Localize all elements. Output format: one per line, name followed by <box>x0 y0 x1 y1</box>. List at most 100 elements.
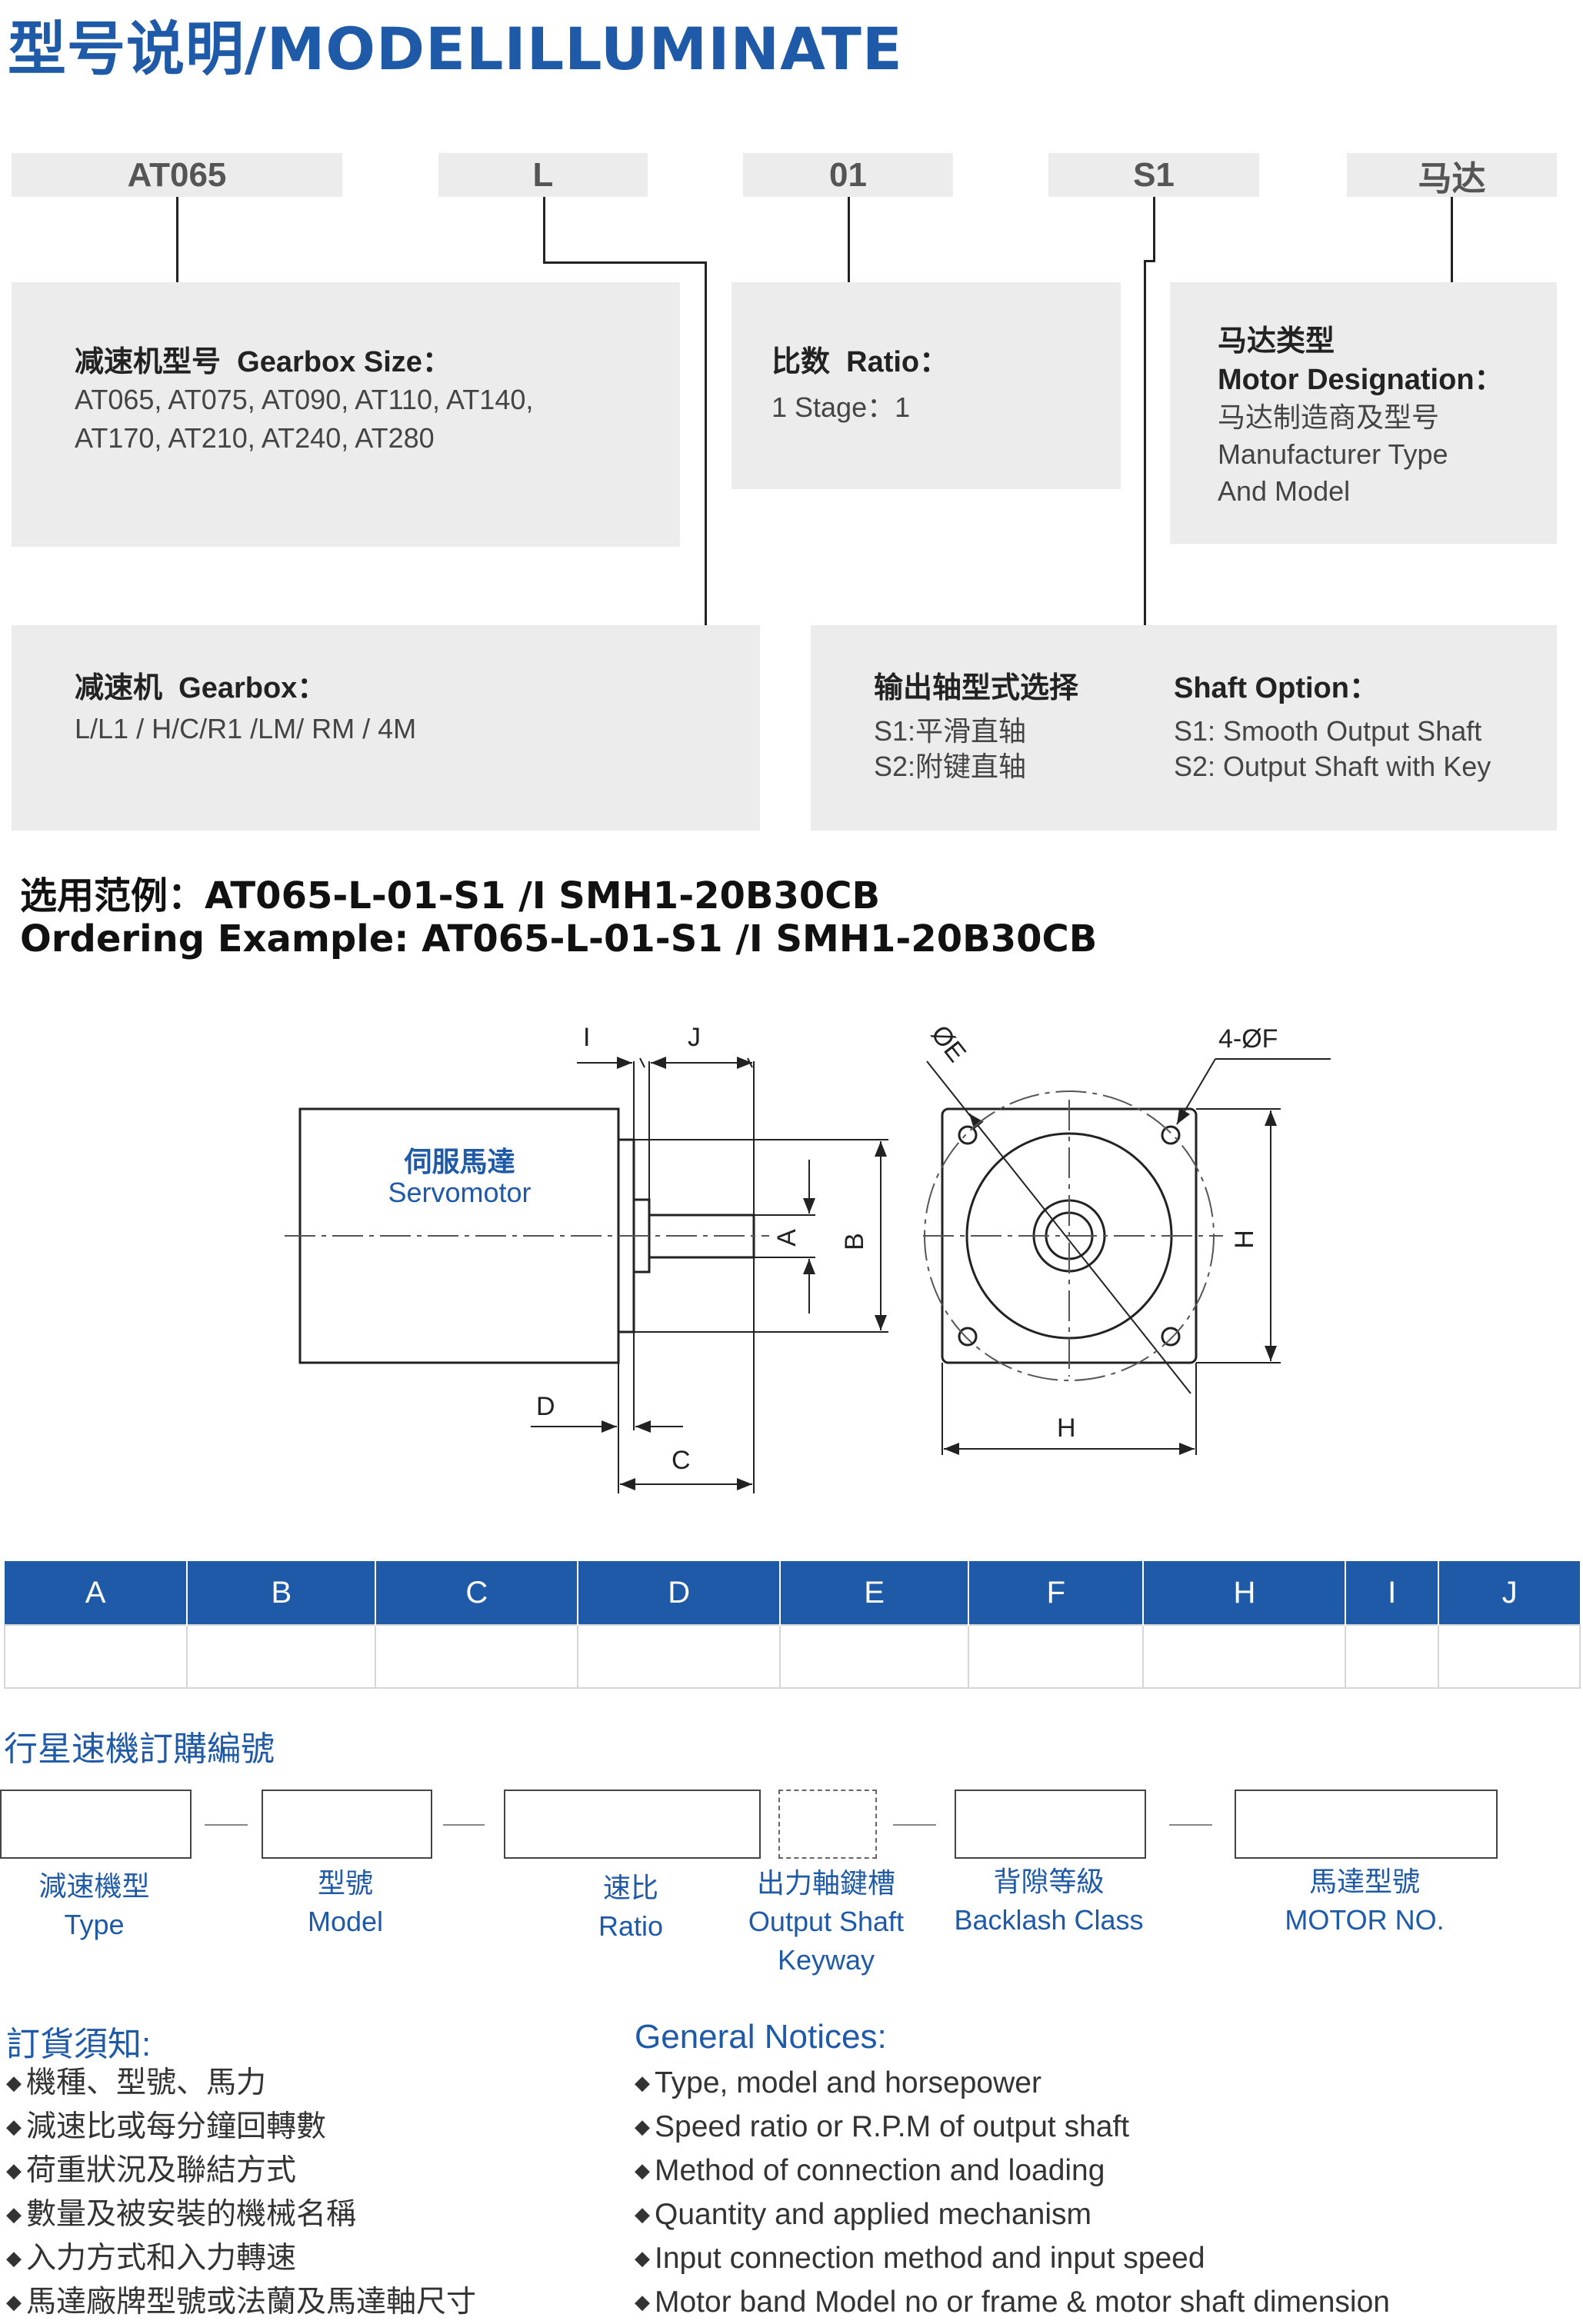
shaft-en1: S1: Smooth Output Shaft <box>1174 715 1482 747</box>
col-header-b: B <box>186 1561 376 1625</box>
table-cell <box>3 1624 188 1689</box>
bolt-hole <box>1161 1327 1181 1347</box>
code-shaft: S1 <box>1048 153 1259 197</box>
dash-separator <box>205 1824 248 1826</box>
list-item: ◆數量及被安裝的機械名稱 <box>6 2198 357 2231</box>
dimension-table: A B C D E F H I J <box>3 1561 1581 1689</box>
diamond-bullet-icon: ◆ <box>6 2202 22 2226</box>
order-field-backlash-en: Backlash Class <box>954 1904 1144 1936</box>
code-ratio: 01 <box>743 153 953 197</box>
connector-line <box>1144 260 1155 262</box>
ratio-box: 比数 Ratio： 1 Stage：1 <box>732 282 1121 489</box>
table-cell <box>968 1624 1145 1689</box>
page-title: 型号说明/MODELILLUMINATE <box>8 15 903 83</box>
gearbox-size-line1: AT065, AT075, AT090, AT110, AT140, <box>75 384 534 415</box>
gearbox-line1: L/L1 / H/C/R1 /LM/ RM / 4M <box>75 713 417 744</box>
ratio-heading-en: Ratio： <box>846 346 949 378</box>
col-header-c: C <box>375 1561 578 1625</box>
order-field-motor-label: 馬達型號 MOTOR NO. <box>1235 1863 1495 1939</box>
col-header-h: H <box>1142 1561 1346 1625</box>
gearbox-size-heading-cn: 减速机型号 <box>75 346 222 378</box>
motor-heading-en: Motor Designation： <box>1218 364 1504 396</box>
shaft-heading-cn: 输出轴型式选择 <box>874 672 1079 704</box>
order-field-model-label: 型號 Model <box>262 1864 429 1941</box>
order-field-type-cn: 減速機型 <box>38 1870 150 1902</box>
notices-list-en: ◆Type, model and horsepower ◆Speed ratio… <box>635 2061 1390 2324</box>
shaft-heading-en: Shaft Option： <box>1174 672 1378 704</box>
list-item: ◆Speed ratio or R.P.M of output shaft <box>635 2110 1130 2143</box>
col-header-i: I <box>1345 1561 1439 1625</box>
motor-box: 马达类型 Motor Designation： 马达制造商及型号 Manufac… <box>1170 282 1557 544</box>
list-item: ◆馬達廠牌型號或法蘭及馬達軸尺寸 <box>6 2286 477 2319</box>
gearbox-size-box: 减速机型号 Gearbox Size： AT065, AT075, AT090,… <box>12 282 680 547</box>
table-cell <box>779 1624 970 1689</box>
connector-line <box>705 261 707 625</box>
order-field-ratio-en: Ratio <box>598 1910 664 1942</box>
list-item: ◆減速比或每分鐘回轉數 <box>6 2110 327 2143</box>
list-item: ◆荷重狀況及聯結方式 <box>6 2154 297 2187</box>
gearbox-size-heading-en: Gearbox Size： <box>237 346 452 378</box>
bolt-hole <box>958 1125 978 1145</box>
col-header-d: D <box>577 1561 781 1625</box>
order-field-keyway-label: 出力軸鍵槽 Output Shaft Keyway <box>726 1864 926 1979</box>
diamond-bullet-icon: ◆ <box>6 2290 22 2313</box>
dim-label-j: J <box>688 1023 701 1052</box>
diamond-bullet-icon: ◆ <box>6 2071 22 2094</box>
table-cell <box>375 1624 579 1689</box>
ratio-line1: 1 Stage：1 <box>772 391 911 423</box>
ratio-heading-cn: 比数 <box>772 346 831 378</box>
connector-line <box>1451 197 1453 282</box>
diamond-bullet-icon: ◆ <box>635 2290 650 2313</box>
bolt-hole <box>1161 1125 1181 1145</box>
col-header-a: A <box>5 1561 188 1625</box>
shaft-cn1: S1:平滑直轴 <box>874 715 1027 747</box>
connector-line <box>1153 197 1155 261</box>
order-field-keyway-en: Output Shaft <box>748 1906 905 1937</box>
list-item: ◆Type, model and horsepower <box>635 2066 1041 2099</box>
gearbox-box: 减速机 Gearbox： L/L1 / H/C/R1 /LM/ RM / 4M <box>12 625 760 831</box>
dim-label-d: D <box>536 1392 555 1421</box>
order-field-type-box <box>0 1790 192 1859</box>
order-field-type-label: 減速機型 Type <box>0 1867 188 1944</box>
dash-separator <box>443 1824 485 1826</box>
gearbox-heading-cn: 减速机 <box>75 672 163 704</box>
table-cell <box>186 1624 377 1689</box>
code-gearbox-type: L <box>438 153 648 197</box>
diamond-bullet-icon: ◆ <box>6 2159 22 2182</box>
col-header-e: E <box>779 1561 969 1625</box>
servomotor-label-cn: 伺服馬達 <box>404 1146 515 1177</box>
list-item: ◆Quantity and applied mechanism <box>635 2198 1091 2231</box>
dim-label-i: I <box>583 1023 591 1052</box>
shaft-cn2: S2:附键直轴 <box>874 751 1027 782</box>
table-row <box>3 1624 1581 1689</box>
order-field-backlash-label: 背隙等級 Backlash Class <box>939 1863 1158 1939</box>
list-item: ◆機種、型號、馬力 <box>6 2066 267 2099</box>
bolt-hole <box>958 1327 978 1347</box>
motor-line1: 马达制造商及型号 <box>1218 401 1440 433</box>
gearbox-heading-en: Gearbox： <box>178 672 327 704</box>
order-field-backlash-cn: 背隙等級 <box>993 1866 1105 1897</box>
order-field-ratio-box <box>504 1790 761 1859</box>
connector-line <box>543 197 545 263</box>
list-item: ◆Input connection method and input speed <box>635 2242 1205 2275</box>
order-field-motor-en: MOTOR NO. <box>1285 1904 1445 1936</box>
order-field-type-en: Type <box>64 1909 125 1940</box>
diamond-bullet-icon: ◆ <box>635 2246 650 2269</box>
dim-label-a: A <box>772 1229 801 1247</box>
technical-drawing <box>285 1057 1331 1493</box>
order-field-ratio-cn: 速比 <box>602 1872 658 1903</box>
motor-heading-cn: 马达类型 <box>1218 325 1335 358</box>
table-cell <box>1438 1624 1581 1689</box>
notices-title-cn: 訂貨須知: <box>6 2026 152 2063</box>
order-field-ratio-label: 速比 Ratio <box>504 1869 758 1946</box>
diamond-bullet-icon: ◆ <box>635 2115 650 2138</box>
gearbox-size-line2: AT170, AT210, AT240, AT280 <box>75 422 435 454</box>
order-field-keyway-cn: 出力軸鍵槽 <box>756 1867 895 1899</box>
dim-label-c: C <box>672 1446 691 1475</box>
order-field-keyway-en2: Keyway <box>777 1944 875 1976</box>
motor-line2: Manufacturer Type <box>1218 438 1448 470</box>
dash-separator <box>1169 1824 1212 1826</box>
ordering-example-en: Ordering Example: AT065-L-01-S1 /I SMH1-… <box>20 917 1098 961</box>
list-item: ◆Method of connection and loading <box>635 2154 1105 2187</box>
dim-label-h-horizontal: H <box>1057 1413 1076 1443</box>
